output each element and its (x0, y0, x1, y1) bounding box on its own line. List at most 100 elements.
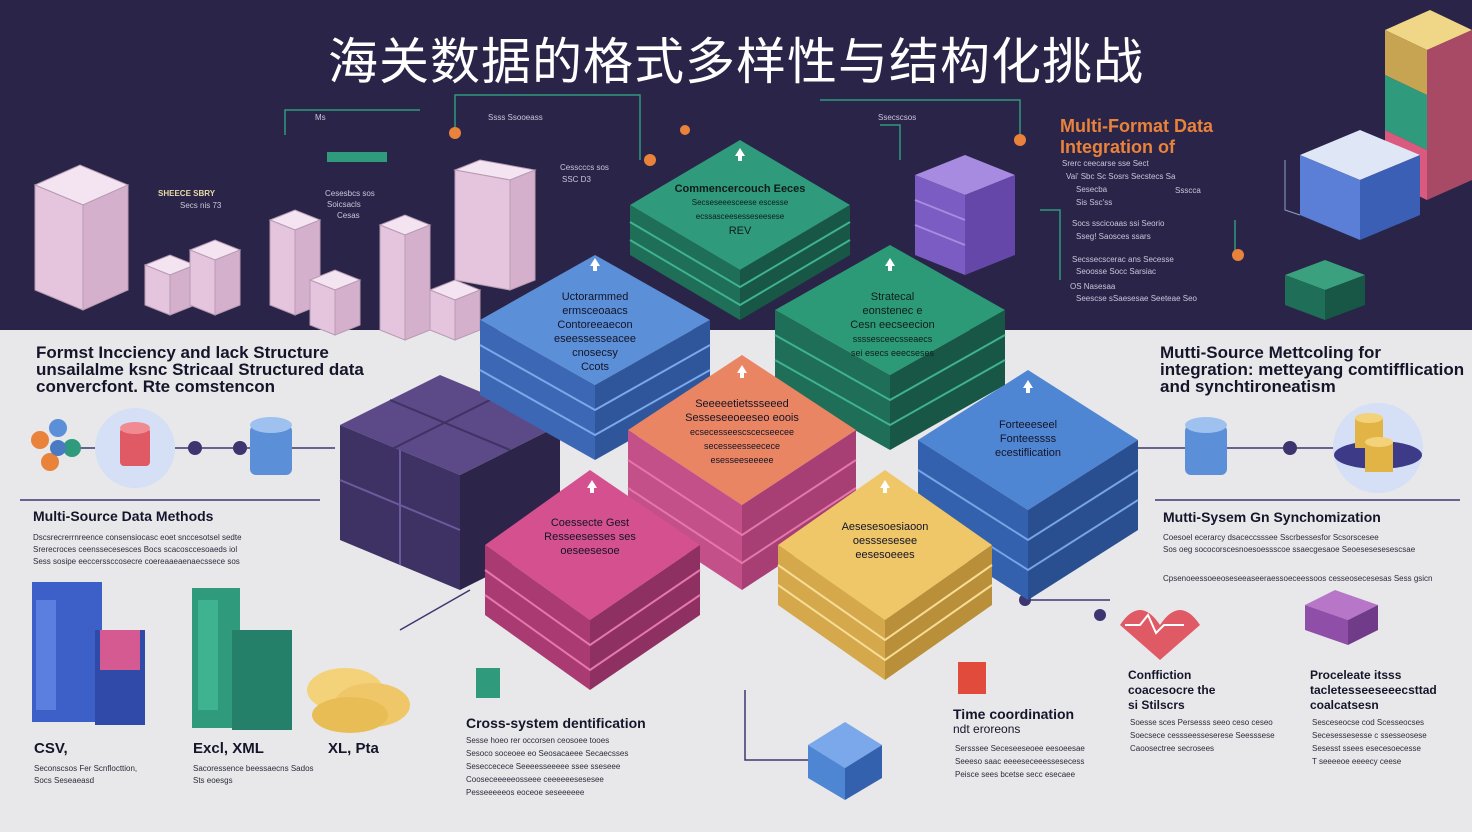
flow-dots (188, 441, 1297, 621)
csv-desc-1: Seconscsos Fer Scnflocttion, (34, 764, 138, 773)
top-small-3: Ssecscsos (878, 113, 917, 122)
process-line-2: Sesesst ssees esecesoecesse (1312, 744, 1421, 753)
stack-right-blue-shape (917, 370, 1139, 600)
top-right-line-5: Sseg! Saosces ssars (1076, 232, 1151, 241)
stack-mid-green-line-1: eonstenec e (862, 305, 923, 317)
stack-mid-green-line-3: ssssesceecsseaecs (852, 334, 933, 344)
conflict-line-2: Caoosectree secrosees (1130, 744, 1215, 753)
time-line-1: Seeeso saac eeeeseceeessesecess (955, 757, 1085, 766)
stack-low-magenta-shape (484, 470, 701, 690)
stack-low-yellow-line-1: oesssesesee (852, 535, 918, 547)
top-right-line-8: OS Nasesaa (1070, 282, 1116, 291)
tag-sub: Secs nis 73 (180, 201, 222, 210)
stack-low-yellow-line-2: eesesoeees (855, 549, 915, 561)
top-right-line-3: Sis Ssc'ss (1076, 198, 1113, 207)
left-methods-line-1: Srerecroces ceenssecesesces Bocs scacosc… (33, 545, 238, 554)
heart-wave-icon (1120, 610, 1200, 660)
right-sync-title: Mutti-Sysem Gn Synchomization (1163, 509, 1381, 525)
calendar-icon-red (958, 662, 986, 694)
stack-mid-green-line-0: Stratecal (870, 291, 915, 303)
top-small-2: Ssss Ssooeass (488, 113, 543, 122)
stack-top-green-line-3: REV (728, 225, 752, 237)
stack-right-blue-line-1: Fonteessss (999, 433, 1057, 445)
process-title-3: coalcatsesn (1310, 698, 1379, 712)
top-chip (327, 152, 387, 162)
top-right-line-7: Seoosse Socc Sarsiac (1076, 267, 1157, 276)
database-icon-red (95, 408, 175, 488)
stack-mid-blue-shape (479, 255, 711, 460)
coin-stack-icon (1333, 403, 1423, 493)
conflict-line-0: Soesse sces Persesss seeo ceso ceseo (1130, 718, 1273, 727)
right-heading-line3: and synchtironeatism (1160, 377, 1336, 396)
connector-dots (449, 125, 1244, 261)
top-right-line-0: Srerc ceecarse sse Sect (1062, 159, 1149, 168)
time-coordination-sub: ndt eroreons (953, 722, 1021, 736)
process-line-3: T seeeeoe eeeecy ceese (1312, 757, 1402, 766)
stack-mid-blue-line-2: Contoreeaecon (557, 319, 633, 331)
conflict-line-1: Soecsece cessseesseserese Seesssese (1130, 731, 1275, 740)
top-right-line-9: Seescse sSaesesae Seeteae Seo (1076, 294, 1197, 303)
top-note-b: SSC D3 (562, 175, 591, 184)
process-title-2: tacletesseeseeecsttad (1310, 683, 1437, 697)
process-lines: Sesceseocse cod Scesseocses Secesesseses… (1312, 716, 1427, 768)
top-right-line-1: Vai' Sbc Sc Sosrs Secstecs Sa (1066, 172, 1176, 181)
top-right-heading-line2: Integration of (1060, 137, 1175, 157)
conflict-title-1: Conffiction (1128, 668, 1192, 682)
stack-mid-blue-line-0: Uctorarmmed (561, 291, 629, 303)
stack-center-orange-text: Seeeeetietssseeed Sesseseeoeeseo eoois e… (662, 397, 822, 467)
excel-file-icon (192, 588, 292, 730)
left-heading-line2: unsailalme ksnc Stricaal Structured data (36, 360, 364, 379)
right-sync-line-0: Coesoel ecerarcy dsaceccsssee Sscrbesses… (1163, 533, 1379, 542)
left-heading-line1: Formst Incciency and lack Structure (36, 343, 329, 362)
top-right-heading-line1: Multi-Format Data (1060, 116, 1213, 136)
csv-file-icon (32, 582, 145, 725)
stack-mid-blue-line-3: eseessesseacee (554, 333, 636, 345)
page-title: 海关数据的格式多样性与结构化挑战 (328, 33, 1144, 91)
calendar-icon-green (476, 668, 500, 698)
cross-line-2: Seseccecece Seeeesseeeee ssee sseseee (466, 762, 621, 771)
arrow-up-icons (587, 148, 1033, 493)
top-right-blocks (1284, 10, 1472, 320)
stack-mid-blue-line-4: cnosecsy (572, 347, 618, 359)
stack-center-orange-shape (627, 355, 857, 590)
stack-center-orange-line-2: ecsecesseescscecseecee (689, 427, 795, 437)
top-right-line-6: Secssecscerac ans Secesse (1072, 255, 1174, 264)
top-left-note-2: Soicsacls (327, 200, 361, 209)
left-heading-line3: convercfont. Rte comstencon (36, 377, 275, 396)
stack-mid-green-shape (774, 245, 1006, 450)
process-title: Proceleate itsss tacletesseeseeecsttad c… (1310, 668, 1437, 713)
stack-low-magenta-line-0: Coessecte Gest (550, 517, 630, 529)
stack-low-magenta-line-1: Resseesesses ses (544, 531, 636, 543)
time-coordination-title: Time coordination (953, 706, 1075, 722)
database-icon-blue (250, 417, 292, 475)
stack-low-magenta-text: Coessecte Gest Resseesesses ses oeseeses… (530, 516, 650, 558)
conflict-title: Conffiction coacesocre the si Stilscrs (1128, 668, 1215, 713)
stack-mid-green-line-2: Cesn eecseecion (850, 319, 935, 331)
purple-prism-icon (1305, 590, 1378, 645)
cube-icon-blue (808, 722, 882, 800)
excel-desc-2: Sts eoesgs (193, 776, 233, 785)
stack-center-orange-line-4: esesseeseeeee (710, 455, 774, 465)
cross-line-4: Pesseeeeeos eoceoe seseeeeee (466, 788, 585, 797)
stack-center-orange-line-0: Seeeeetietssseeed (695, 398, 789, 410)
conflict-title-3: si Stilscrs (1128, 698, 1185, 712)
stack-low-yellow-line-0: Aesesesoesiaoon (841, 521, 929, 533)
stack-right-blue-text: Forteeeseel Fonteessss ecestiflication (968, 418, 1088, 460)
stack-mid-blue-line-1: ermsceoaacs (562, 305, 628, 317)
excel-label: Excl, XML (193, 740, 264, 757)
stack-mid-green-text: Stratecal eonstenec e Cesn eecseecion ss… (820, 290, 965, 360)
top-right-line-4: Socs sscicoaas ssi Seorio (1072, 219, 1165, 228)
lilac-cubes (33, 159, 537, 341)
top-left-note-1: Cesesbcs sos (325, 189, 375, 198)
process-title-1: Proceleate itsss (1310, 668, 1402, 682)
stack-low-magenta-line-2: oeseesesoe (560, 545, 620, 557)
stack-center-orange-line-3: secesseesseecece (703, 441, 781, 451)
right-heading-line1: Mutti-Source Mettcoling for (1160, 343, 1381, 362)
excel-desc-1: Sacoressence beessaecns Sados (193, 764, 314, 773)
time-lines: Sersssee Seceseeseoee eesoeesae Seeeso s… (955, 742, 1085, 781)
top-left-note-3: Cesas (337, 211, 360, 220)
stack-top-green-shape (629, 140, 851, 320)
stack-low-yellow-shape (777, 470, 993, 680)
stack-top-green-text: Commencercouch Eeces Secseseeesceese esc… (665, 182, 815, 238)
